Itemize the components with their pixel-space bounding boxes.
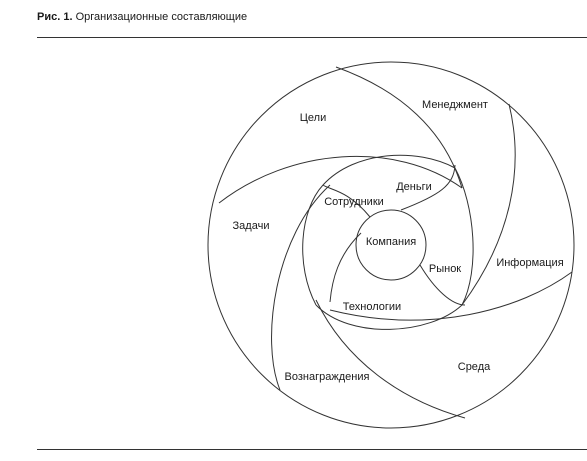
label-center: Компания [366, 236, 416, 248]
middle-arc-bottom [315, 304, 463, 330]
center-circle [355, 209, 427, 281]
divider-outer-goals-tasks [218, 156, 463, 204]
divider-inner-1 [322, 184, 371, 218]
label-inner-0: Сотрудники [324, 196, 384, 208]
label-outer-0: Цели [300, 112, 326, 124]
figure-title: Организационные составляющие [75, 11, 248, 23]
outer-circle [207, 61, 575, 429]
top-divider [37, 37, 587, 38]
label-outer-2: Задачи [233, 220, 270, 232]
divider-outer-goals-management [335, 66, 463, 189]
divider-outer-management-information [461, 103, 516, 306]
divider-outer-rewards-tasks [271, 184, 331, 391]
middle-arc-top [322, 154, 456, 186]
bottom-divider [37, 449, 587, 450]
figure-caption: Рис. 1. Организационные составляющие [37, 10, 247, 24]
middle-arc-left [302, 184, 324, 306]
divider-inner-2 [400, 164, 456, 211]
label-outer-3: Информация [496, 257, 563, 269]
divider-inner-4 [329, 232, 362, 303]
middle-arc-right [454, 167, 474, 306]
divider-inner-3 [419, 264, 466, 306]
label-outer-1: Менеджмент [422, 99, 488, 111]
divider-outer-environment-rewards [315, 299, 466, 419]
figure-number: Рис. 1. [37, 11, 73, 23]
label-inner-1: Деньги [396, 181, 432, 193]
label-inner-2: Рынок [429, 263, 461, 275]
divider-outer-information-environment [329, 271, 573, 321]
label-inner-3: Технологии [343, 301, 401, 313]
label-outer-4: Вознаграждения [285, 371, 370, 383]
label-outer-5: Среда [458, 361, 491, 373]
